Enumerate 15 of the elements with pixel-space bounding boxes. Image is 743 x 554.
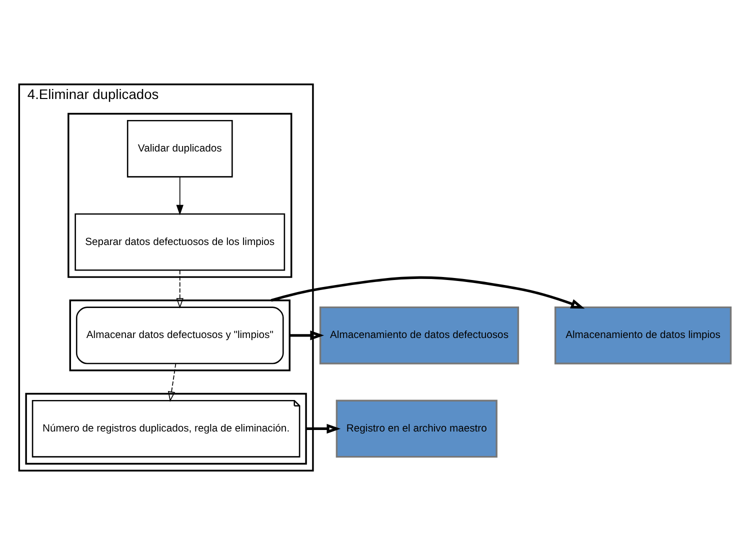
node-box: Almacenamiento de datos limpios [554, 306, 732, 364]
node-box: Registro en el archivo maestro [336, 399, 498, 458]
arrow [270, 276, 585, 308]
node-box: Separar datos defectuosos de los limpios [74, 212, 286, 270]
arrow [176, 269, 184, 308]
arrow [290, 330, 324, 340]
arrow [176, 176, 184, 215]
cluster [25, 392, 307, 464]
arrow [168, 362, 176, 402]
node-box: Validar duplicados [126, 120, 233, 177]
cluster [68, 112, 292, 278]
cluster [69, 299, 290, 371]
node-box: Almacenamiento de datos defectuosos [319, 306, 520, 364]
node-box: Almacenar datos defectuosos y "limpios" [76, 306, 284, 364]
arrow [306, 423, 341, 434]
